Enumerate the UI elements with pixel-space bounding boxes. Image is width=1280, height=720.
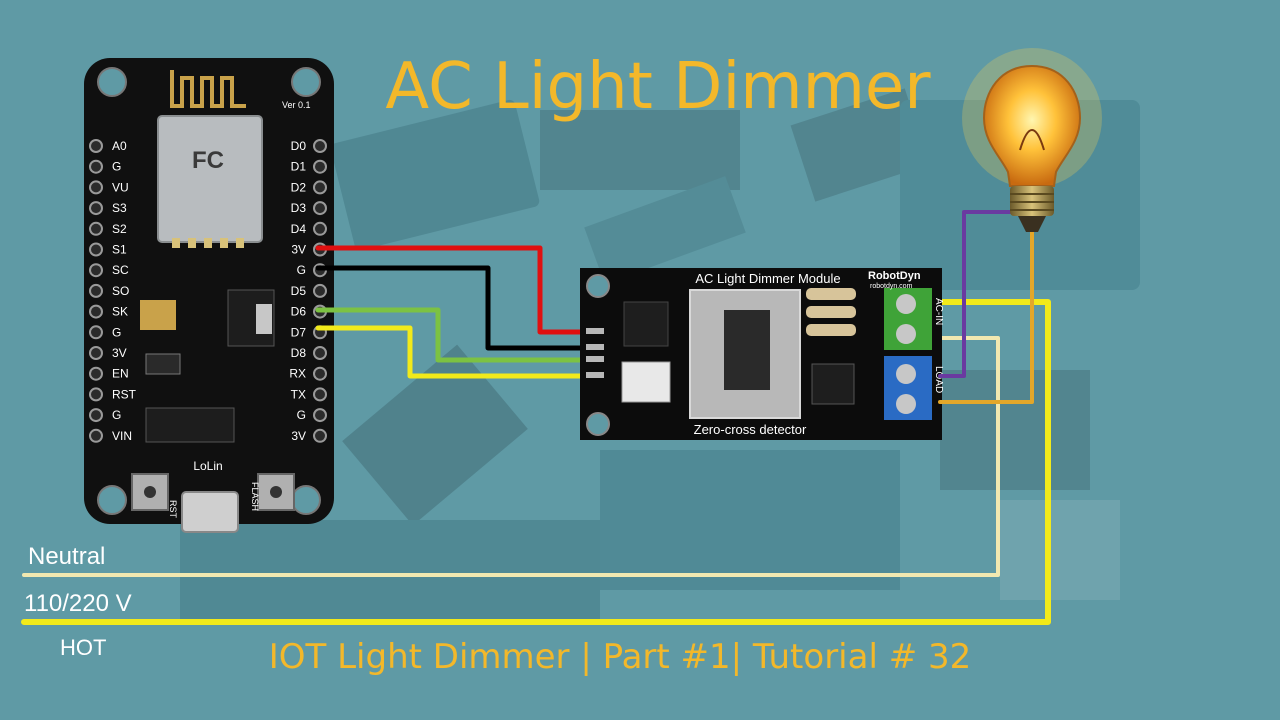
left-pin-label-8: SK xyxy=(112,305,128,319)
ac-in-label: AC-IN xyxy=(933,298,944,325)
right-pin-14 xyxy=(313,428,327,443)
right-pin-label-14: 3V xyxy=(291,429,306,443)
left-pin-label-6: SC xyxy=(112,263,129,277)
wire-gnd xyxy=(315,265,589,351)
neutral-wire xyxy=(22,336,1000,577)
rst-button-label: RST xyxy=(168,500,178,519)
left-pin-13 xyxy=(89,408,103,423)
right-pin-label-10: D8 xyxy=(291,346,307,360)
bulb-icon xyxy=(962,48,1102,232)
right-pin-label-7: D5 xyxy=(291,284,307,298)
right-pin-0 xyxy=(313,139,327,153)
right-pin-3 xyxy=(313,201,327,216)
right-pin-label-9: D7 xyxy=(291,325,307,339)
lamp-wire-purple xyxy=(938,210,1026,378)
wire-d7 xyxy=(315,325,589,379)
left-pin-11 xyxy=(89,366,103,381)
left-pin-9 xyxy=(89,325,103,340)
signal-wires xyxy=(315,245,589,379)
hot-wire xyxy=(21,299,1051,625)
left-pin-12 xyxy=(89,387,103,402)
left-pin-label-2: VU xyxy=(112,180,129,194)
left-pin-label-3: S3 xyxy=(112,201,127,215)
left-pin-label-14: VIN xyxy=(112,429,132,443)
load-label: LOAD xyxy=(933,366,944,393)
dimmer-title: AC Light Dimmer Module xyxy=(695,271,840,286)
left-pin-label-1: G xyxy=(112,160,121,174)
wire-3v xyxy=(315,245,589,335)
page-title: AC Light Dimmer xyxy=(385,50,931,124)
left-pin-1 xyxy=(89,159,103,174)
right-pin-label-2: D2 xyxy=(291,180,307,194)
fcc-logo-icon: FC xyxy=(192,147,224,174)
left-pin-label-0: A0 xyxy=(112,139,127,153)
right-pin-label-8: D6 xyxy=(291,305,307,319)
left-pin-14 xyxy=(89,428,103,443)
nodemcu-board: Ver 0.1 FC LoLin RST FLASH A0G VU S3S2S1SC… xyxy=(84,58,334,533)
right-pin-label-6: G xyxy=(297,263,306,277)
board-version: Ver 0.1 xyxy=(282,100,311,110)
right-pin-2 xyxy=(313,180,327,195)
left-pin-3 xyxy=(89,201,103,216)
right-pin-label-3: D3 xyxy=(291,201,307,215)
right-pin-4 xyxy=(313,221,327,236)
lamp-wire-orange xyxy=(938,228,1034,404)
right-pin-13 xyxy=(313,408,327,423)
left-pin-label-5: S1 xyxy=(112,243,127,257)
dimmer-brand-url: robotdyn.com xyxy=(870,283,913,290)
dimmer-module: AC Light Dimmer Module RobotDyn robotdyn… xyxy=(580,268,944,440)
background-decor xyxy=(180,88,1140,620)
left-pin-10 xyxy=(89,346,103,360)
dimmer-footer: Zero-cross detector xyxy=(694,422,807,437)
mains-lines: Neutral 110/220 V HOT xyxy=(21,299,1051,660)
right-pin-label-5: 3V xyxy=(291,243,306,257)
left-pin-label-7: SO xyxy=(112,284,129,298)
right-pin-label-0: D0 xyxy=(291,139,307,153)
lamp-wires xyxy=(938,210,1034,404)
right-pin-12 xyxy=(313,387,327,402)
left-pin-label-9: G xyxy=(112,325,121,339)
right-pin-label-12: TX xyxy=(291,387,306,401)
right-pin-11 xyxy=(313,366,327,381)
right-pin-7 xyxy=(313,283,327,298)
left-pin-5 xyxy=(89,242,103,257)
left-pin-4 xyxy=(89,221,103,236)
right-pin-label-11: RX xyxy=(289,367,306,381)
left-pin-2 xyxy=(89,180,103,195)
left-pin-label-4: S2 xyxy=(112,222,127,236)
left-pin-6 xyxy=(89,263,103,278)
left-pin-label-12: RST xyxy=(112,387,137,401)
flash-button-label: FLASH xyxy=(250,482,260,511)
hot-label: HOT xyxy=(60,635,106,660)
page-subtitle: IOT Light Dimmer | Part #1| Tutorial # 3… xyxy=(269,637,972,677)
left-pin-0 xyxy=(89,139,103,153)
wire-d6 xyxy=(315,307,589,363)
right-pin-label-1: D1 xyxy=(291,160,307,174)
voltage-label: 110/220 V xyxy=(24,590,132,617)
right-pin-10 xyxy=(313,346,327,360)
board-brand: LoLin xyxy=(193,459,222,473)
dimmer-brand: RobotDyn xyxy=(868,270,921,282)
right-pin-label-4: D4 xyxy=(291,222,307,236)
left-pin-8 xyxy=(89,304,103,319)
left-pin-label-13: G xyxy=(112,408,121,422)
right-pin-label-13: G xyxy=(297,408,306,422)
right-pin-1 xyxy=(313,159,327,174)
left-pin-7 xyxy=(89,283,103,298)
left-pin-label-10: 3V xyxy=(112,346,127,360)
neutral-label: Neutral xyxy=(28,543,105,570)
left-pin-label-11: EN xyxy=(112,367,129,381)
